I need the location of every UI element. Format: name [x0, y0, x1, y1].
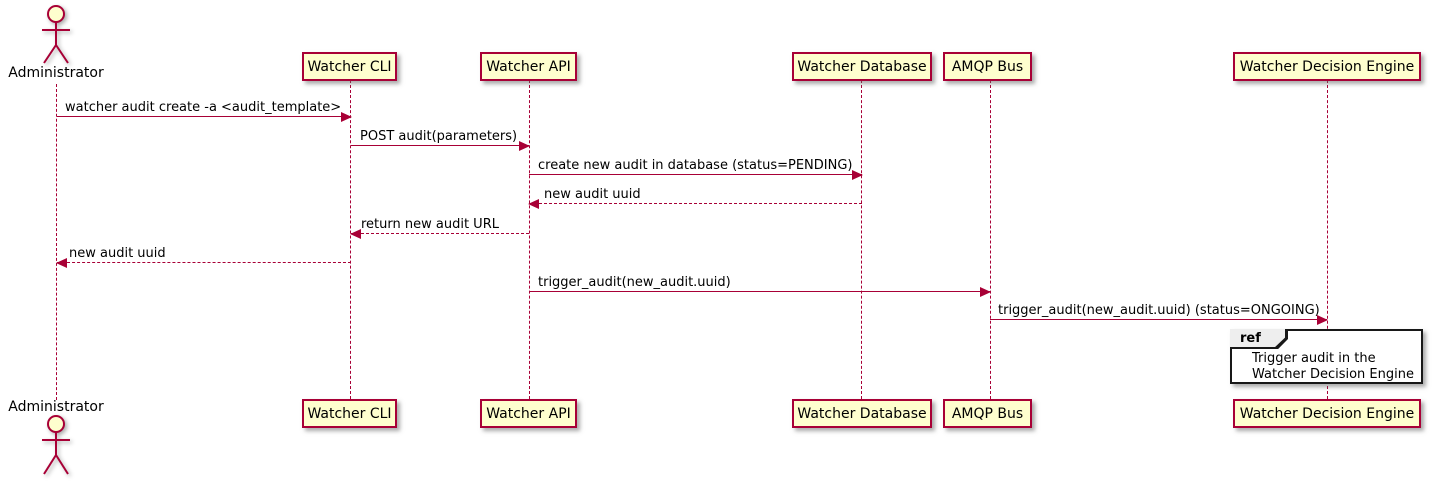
message-arrow-line — [351, 233, 529, 234]
participant-watcher-decision-engine-top: Watcher Decision Engine — [1233, 52, 1421, 81]
message-arrow-line — [57, 116, 351, 117]
ref-tab-fill-shape — [1230, 329, 1285, 347]
actor-administrator-figure-top — [42, 5, 70, 64]
participant-watcher-cli-top: Watcher CLI — [302, 52, 397, 81]
participant-label: AMQP Bus — [951, 405, 1024, 422]
arrowhead-right-icon — [852, 170, 863, 180]
message-text: create new audit in database (status=PEN… — [538, 158, 853, 173]
message-post-audit: POST audit(parameters) — [351, 128, 530, 151]
participant-label: Watcher API — [486, 405, 571, 422]
ref-fragment: ref Trigger audit in the Watcher Decisio… — [1230, 329, 1423, 384]
participant-label: Watcher API — [486, 58, 571, 75]
actor-administrator-label-top: Administrator — [8, 65, 104, 81]
participant-watcher-api-top: Watcher API — [480, 52, 577, 81]
participant-watcher-api-bottom: Watcher API — [480, 399, 577, 428]
message-text: POST audit(parameters) — [360, 129, 518, 144]
arrowhead-left-icon — [528, 199, 539, 209]
actor-administrator-label-bottom: Administrator — [8, 399, 104, 415]
participant-label: Watcher CLI — [307, 58, 392, 75]
message-new-audit-uuid-db: new audit uuid — [528, 186, 862, 209]
message-text: new audit uuid — [69, 246, 166, 261]
message-new-audit-uuid-admin: new audit uuid — [56, 245, 351, 268]
participant-watcher-database-top: Watcher Database — [792, 52, 932, 81]
lifeline-watcher-api — [529, 80, 530, 399]
message-create-audit-db: create new audit in database (status=PEN… — [529, 157, 863, 180]
arrowhead-left-icon — [56, 258, 67, 268]
message-arrow-line — [529, 291, 990, 292]
participant-label: Watcher Decision Engine — [1239, 58, 1415, 75]
arrowhead-right-icon — [519, 141, 530, 151]
arrowhead-right-icon — [1317, 315, 1328, 325]
message-arrow-line — [990, 319, 1327, 320]
message-return-audit-url: return new audit URL — [350, 216, 529, 239]
message-arrow-line — [57, 262, 351, 263]
message-text: watcher audit create -a <audit_template> — [65, 100, 342, 115]
ref-body: Trigger audit in the Watcher Decision En… — [1252, 351, 1414, 383]
lifeline-administrator — [56, 84, 57, 400]
lifeline-watcher-cli — [350, 80, 351, 399]
message-audit-create: watcher audit create -a <audit_template> — [57, 99, 352, 122]
participant-watcher-cli-bottom: Watcher CLI — [302, 399, 397, 428]
arrowhead-left-icon — [350, 229, 361, 239]
message-text: return new audit URL — [361, 217, 499, 232]
message-text: trigger_audit(new_audit.uuid) — [538, 275, 731, 290]
participant-watcher-decision-engine-bottom: Watcher Decision Engine — [1233, 399, 1421, 428]
arrowhead-right-icon — [341, 112, 352, 122]
participant-watcher-database-bottom: Watcher Database — [792, 399, 932, 428]
message-trigger-audit-amqp: trigger_audit(new_audit.uuid) — [529, 274, 991, 297]
participant-label: Watcher Decision Engine — [1239, 405, 1415, 422]
message-text: trigger_audit(new_audit.uuid) (status=ON… — [998, 303, 1320, 318]
participant-amqp-bus-top: AMQP Bus — [943, 52, 1032, 81]
ref-text-line: Trigger audit in the — [1252, 351, 1376, 366]
participant-label: Watcher Database — [797, 405, 927, 422]
ref-keyword: ref — [1240, 331, 1261, 346]
message-arrow-line — [529, 174, 862, 175]
arrowhead-right-icon — [980, 287, 991, 297]
ref-text-line: Watcher Decision Engine — [1252, 367, 1414, 382]
message-arrow-line — [351, 145, 529, 146]
message-trigger-audit-engine: trigger_audit(new_audit.uuid) (status=ON… — [990, 302, 1328, 325]
lifeline-amqp-bus — [990, 80, 991, 399]
actor-administrator-figure-bottom — [42, 415, 70, 475]
message-arrow-line — [529, 203, 862, 204]
lifeline-watcher-database — [861, 80, 862, 399]
participant-label: AMQP Bus — [951, 58, 1024, 75]
message-text: new audit uuid — [544, 187, 641, 202]
participant-label: Watcher Database — [797, 58, 927, 75]
participant-amqp-bus-bottom: AMQP Bus — [943, 399, 1032, 428]
participant-label: Watcher CLI — [307, 405, 392, 422]
lifeline-watcher-decision-engine — [1327, 80, 1328, 399]
